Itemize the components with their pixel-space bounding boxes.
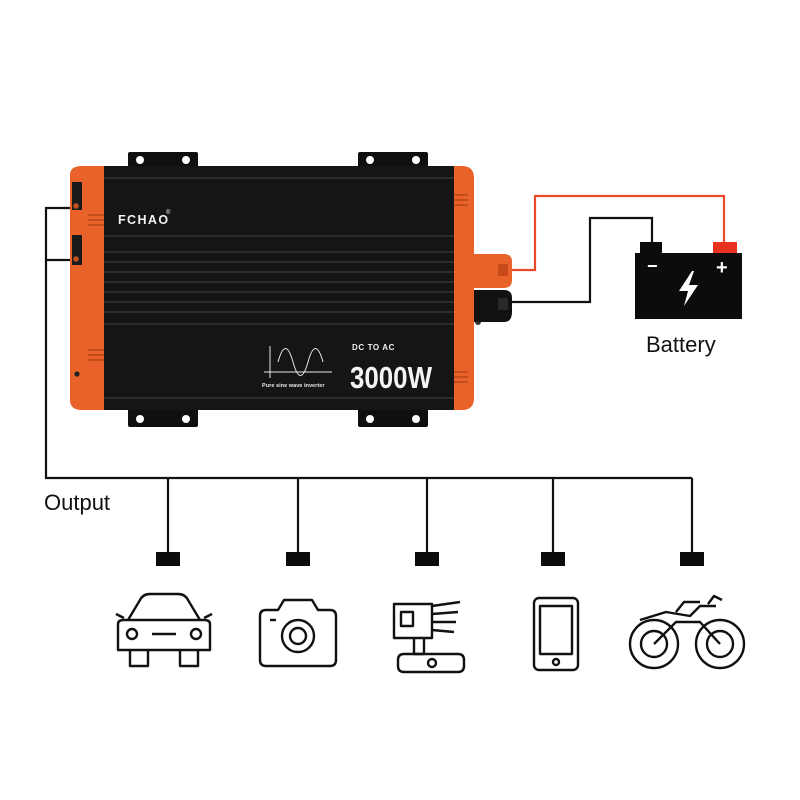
inverter-mode-label: DC TO AC bbox=[352, 343, 395, 352]
battery-positive-terminal bbox=[713, 242, 737, 254]
dc-input-terminals bbox=[474, 254, 512, 322]
negative-cable bbox=[500, 216, 654, 304]
heatsink-ridges bbox=[104, 177, 454, 399]
car-icon bbox=[115, 592, 213, 668]
brand-logo-text: FCHAO bbox=[118, 213, 169, 227]
battery-negative-symbol: − bbox=[647, 256, 658, 276]
phone-icon bbox=[532, 596, 580, 672]
right-end-cap bbox=[448, 166, 481, 410]
inverter-power-label: 3000W bbox=[350, 360, 433, 395]
inverter-subtitle: Pure sine wave inverter bbox=[262, 383, 325, 389]
positive-cable bbox=[500, 194, 726, 272]
power-tool-icon bbox=[392, 600, 466, 674]
battery-negative-terminal bbox=[640, 242, 662, 254]
lightning-bolt-icon bbox=[679, 271, 698, 306]
sine-wave-graphic bbox=[264, 346, 332, 378]
battery-label: Battery bbox=[646, 332, 716, 357]
battery-positive-symbol: + bbox=[716, 257, 728, 279]
output-wiring bbox=[44, 206, 694, 556]
battery: − + bbox=[635, 242, 742, 319]
camera-icon bbox=[258, 598, 338, 668]
motorcycle-icon bbox=[628, 594, 746, 670]
output-label: Output bbox=[44, 490, 110, 515]
output-plugs bbox=[156, 552, 704, 566]
left-end-cap bbox=[70, 166, 108, 410]
brand-registered-mark: ® bbox=[166, 209, 171, 216]
inverter-body bbox=[104, 166, 454, 410]
inverter-unit: FCHAO ® Pure sine wave inverter DC TO AC… bbox=[70, 152, 512, 427]
